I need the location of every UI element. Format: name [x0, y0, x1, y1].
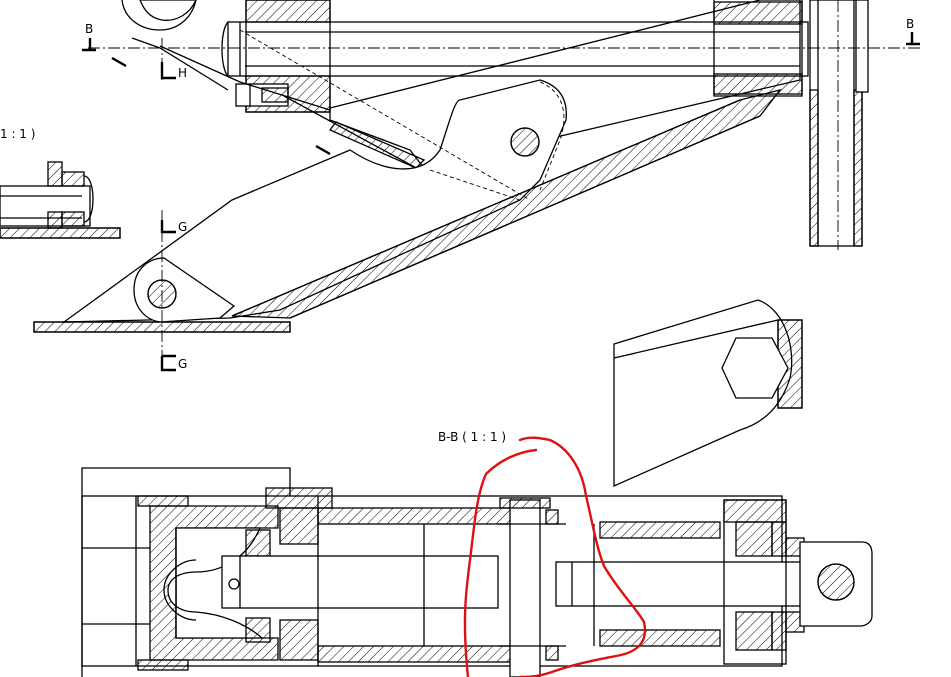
label-section-h: H	[178, 66, 188, 80]
label-scale-partial: 1 : 1 )	[0, 127, 36, 141]
top-pivot-arc	[121, 0, 197, 31]
top-pivot-hole	[139, 0, 197, 21]
section-marker-b-left	[82, 38, 96, 52]
label-section-b-left: B	[85, 22, 94, 36]
column-hatch-left	[809, 89, 819, 247]
lever-plate	[61, 79, 567, 323]
bb-vertical-pin	[509, 499, 541, 677]
left-detail-base	[0, 227, 121, 239]
label-section-g-bottom: G	[178, 357, 188, 371]
red-markup-outline	[463, 436, 647, 677]
label-section-bb-title: B-B ( 1 : 1 )	[438, 430, 507, 444]
bb-top-plate	[317, 507, 529, 525]
bushing-right-bottom	[713, 73, 803, 95]
label-section-b-right: B	[906, 17, 915, 31]
section-bb-view	[81, 467, 873, 677]
pin-shaft	[227, 21, 809, 77]
column-hatch-right	[853, 89, 863, 247]
bolt-detail-view	[613, 299, 803, 488]
bb-tube-right	[555, 561, 803, 607]
top-view	[33, 0, 920, 372]
left-detail-view	[0, 161, 121, 239]
bb-tube-left	[221, 555, 499, 609]
hex-bolt-head	[721, 337, 789, 399]
label-section-g-top: G	[178, 220, 188, 234]
bushing-left-top	[245, 0, 331, 23]
bushing-right-top	[713, 1, 803, 25]
bb-nut-top	[723, 499, 787, 523]
